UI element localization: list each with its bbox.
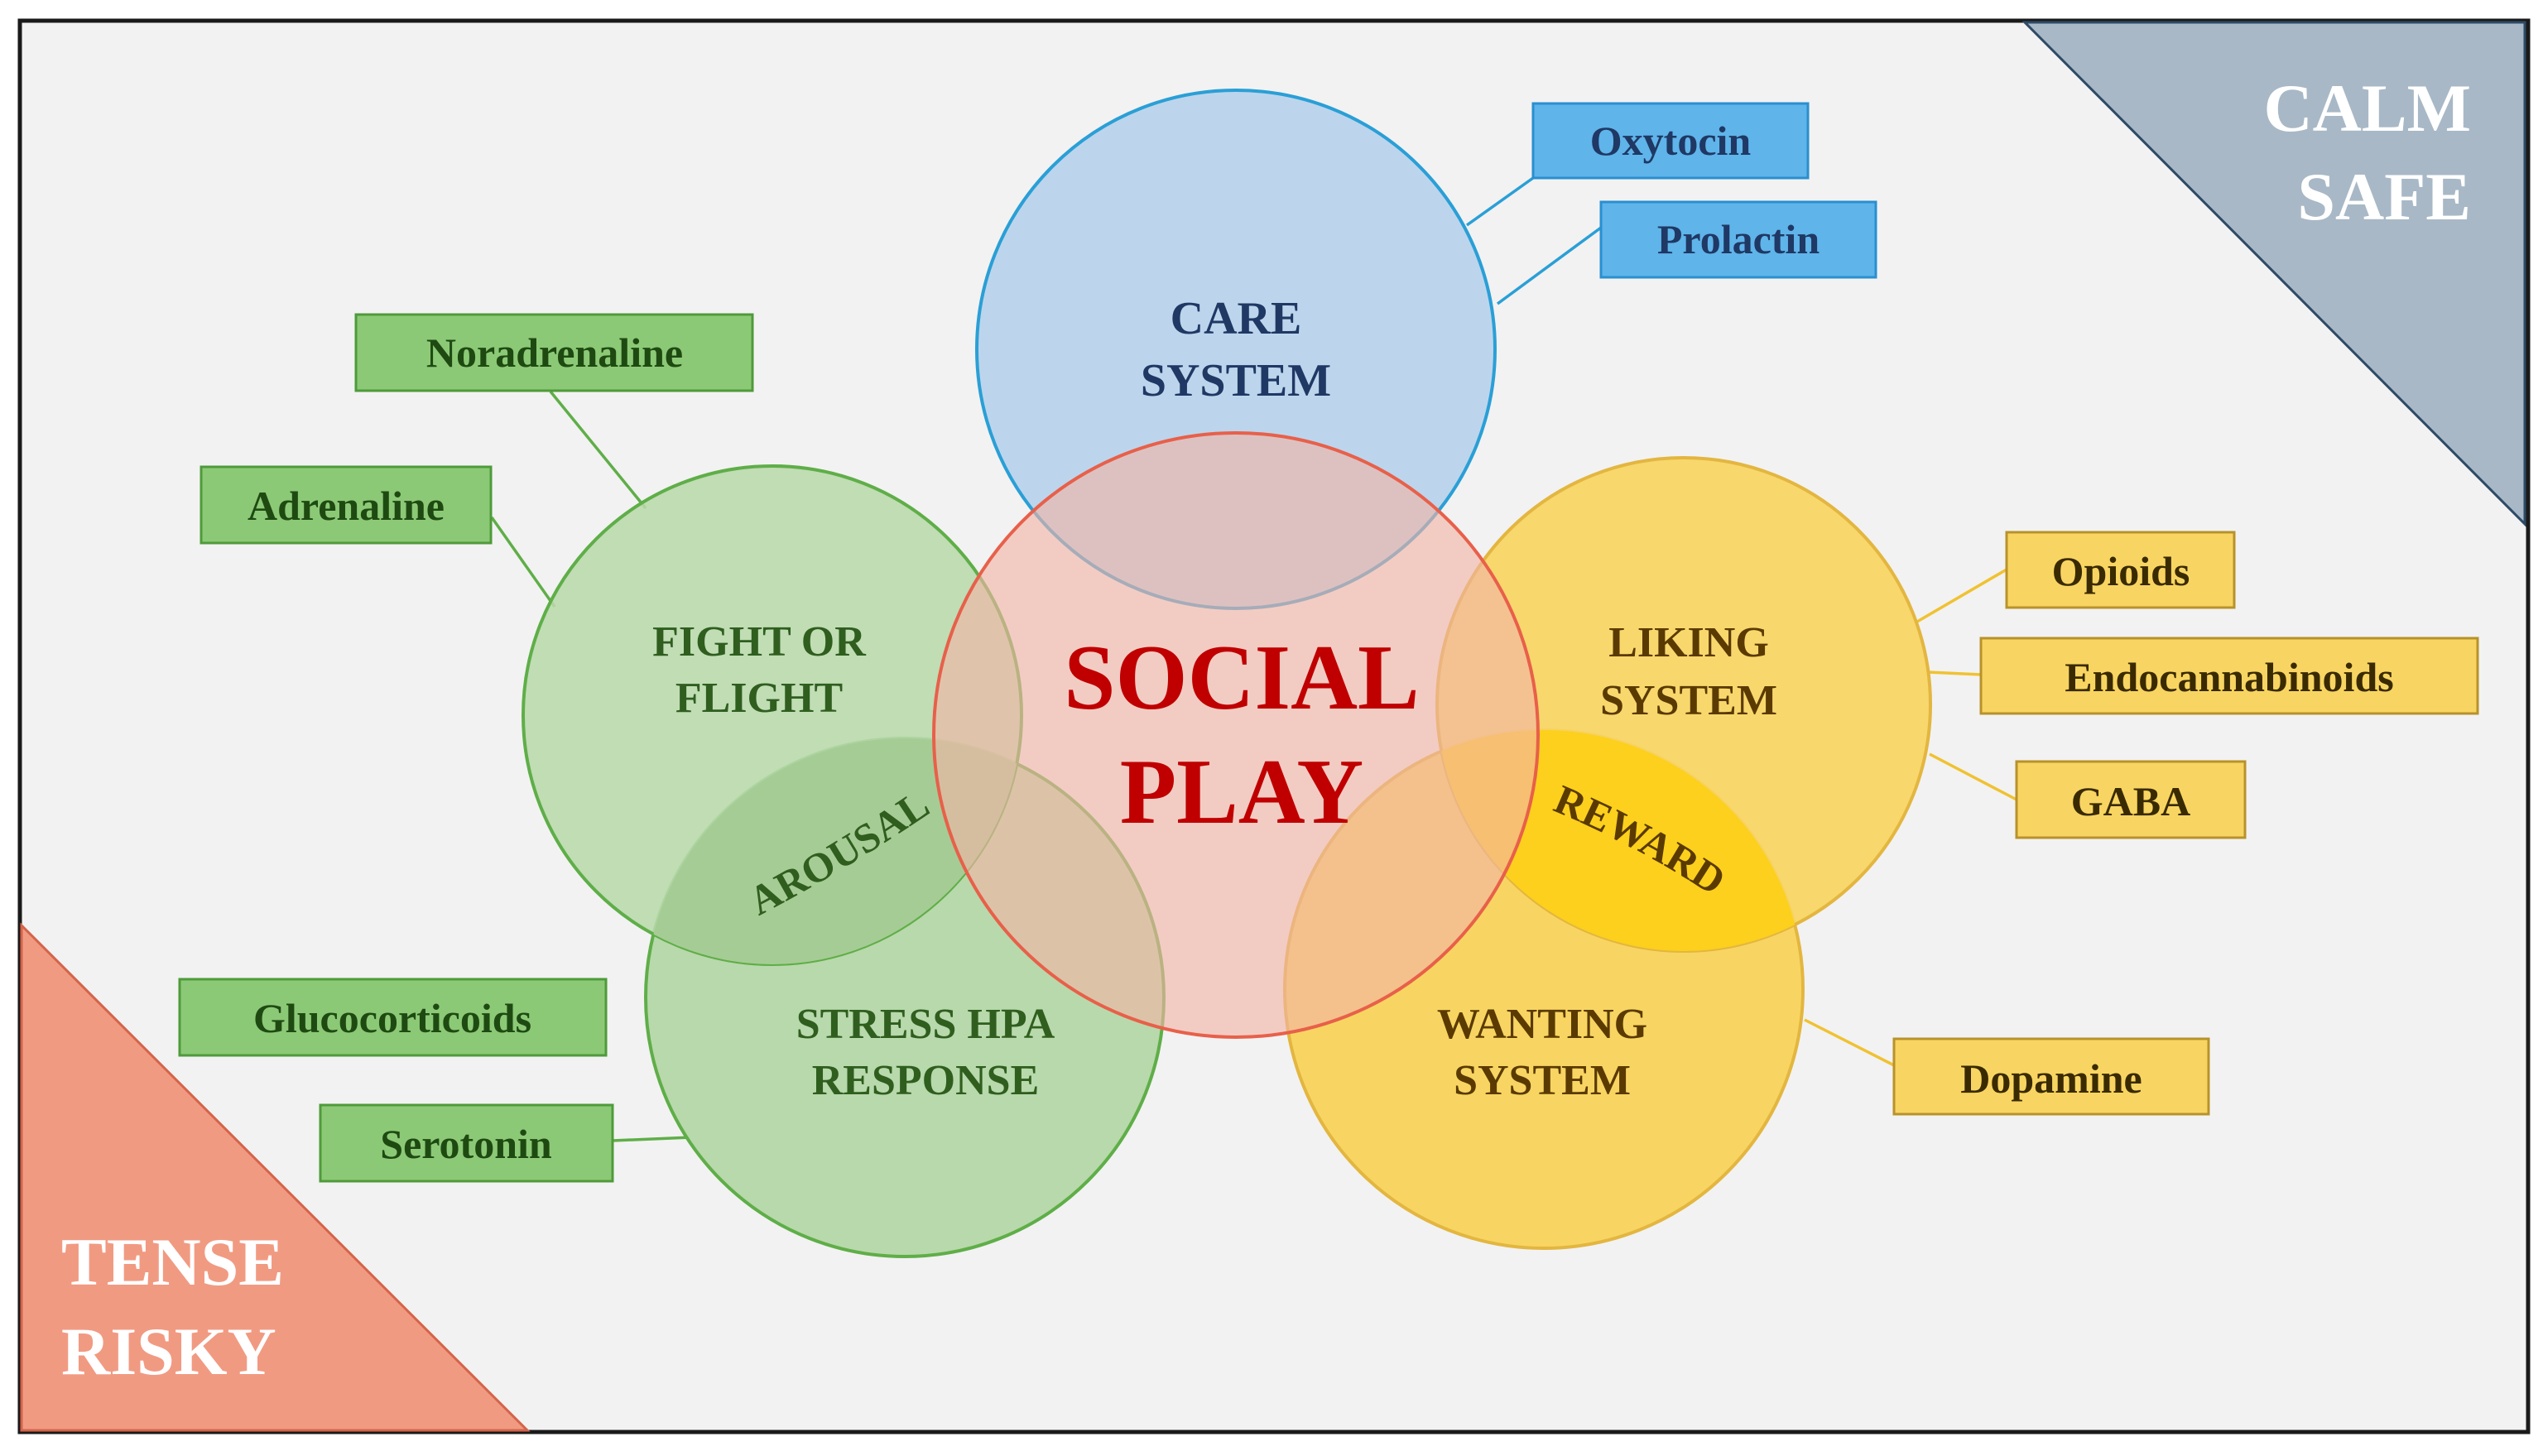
- connector-serotonin: [612, 1136, 692, 1142]
- serotonin-box: Serotonin: [319, 1103, 614, 1183]
- arousal-overlap: [646, 738, 1022, 964]
- prolactin-label: Prolactin: [1657, 216, 1820, 262]
- endocannabinoids-label: Endocannabinoids: [2065, 654, 2393, 700]
- oxytocin-box: Oxytocin: [1531, 102, 1810, 180]
- social-play-label-line2: PLAY: [1120, 741, 1364, 843]
- care-system-label-line2: SYSTEM: [1141, 355, 1331, 406]
- dopamine-label: Dopamine: [1960, 1055, 2142, 1102]
- gaba-box: GABA: [2015, 760, 2247, 839]
- care-system-label-line1: CARE: [1171, 293, 1302, 344]
- connector-gaba: [1929, 752, 2017, 801]
- noradrenaline-box: Noradrenaline: [354, 313, 754, 392]
- opioids-box: Opioids: [2005, 531, 2236, 609]
- social-play-label-line1: SOCIAL: [1064, 627, 1419, 729]
- social-play-circle: [932, 431, 1540, 1039]
- opioids-label: Opioids: [2052, 548, 2190, 594]
- adrenaline-box: Adrenaline: [199, 465, 493, 545]
- connector-noradrenaline: [549, 390, 647, 510]
- glucocorticoids-label: Glucocorticoids: [253, 995, 531, 1041]
- glucocorticoids-box: Glucocorticoids: [178, 978, 608, 1057]
- liking-system-label-line1: LIKING: [1608, 619, 1769, 666]
- connector-opioids: [1916, 568, 2007, 623]
- connector-oxytocin: [1465, 176, 1535, 227]
- connector-endocannabinoids: [1927, 670, 1982, 676]
- liking-system-label-line2: SYSTEM: [1600, 677, 1777, 724]
- safe-label: SAFE: [2297, 159, 2471, 234]
- stress-hpa-label-line2: RESPONSE: [812, 1057, 1040, 1104]
- serotonin-label: Serotonin: [380, 1121, 552, 1167]
- risky-label: RISKY: [61, 1314, 276, 1389]
- endocannabinoids-box: Endocannabinoids: [1979, 637, 2479, 715]
- connector-lines: [490, 176, 2017, 1142]
- fight-or-flight-label-line1: FIGHT OR: [652, 618, 867, 666]
- gaba-label: GABA: [2071, 778, 2190, 824]
- connector-dopamine: [1804, 1018, 1895, 1067]
- wanting-system-label-line2: SYSTEM: [1454, 1057, 1631, 1104]
- calm-safe-corner: [2021, 21, 2526, 527]
- noradrenaline-label: Noradrenaline: [426, 329, 683, 376]
- wanting-system-label-line1: WANTING: [1437, 1001, 1647, 1048]
- prolactin-box: Prolactin: [1599, 200, 1877, 279]
- connector-prolactin: [1496, 226, 1603, 305]
- stress-hpa-label-line1: STRESS HPA: [796, 1001, 1055, 1048]
- calm-label: CALM: [2263, 70, 2471, 146]
- tense-label: TENSE: [61, 1224, 284, 1300]
- reward-overlap: [1437, 730, 1803, 951]
- fight-or-flight-label-line2: FLIGHT: [675, 675, 843, 722]
- connector-adrenaline: [490, 516, 556, 608]
- adrenaline-label: Adrenaline: [248, 483, 445, 529]
- dopamine-box: Dopamine: [1892, 1037, 2210, 1116]
- tense-risky-corner: [20, 922, 531, 1432]
- oxytocin-label: Oxytocin: [1590, 118, 1752, 164]
